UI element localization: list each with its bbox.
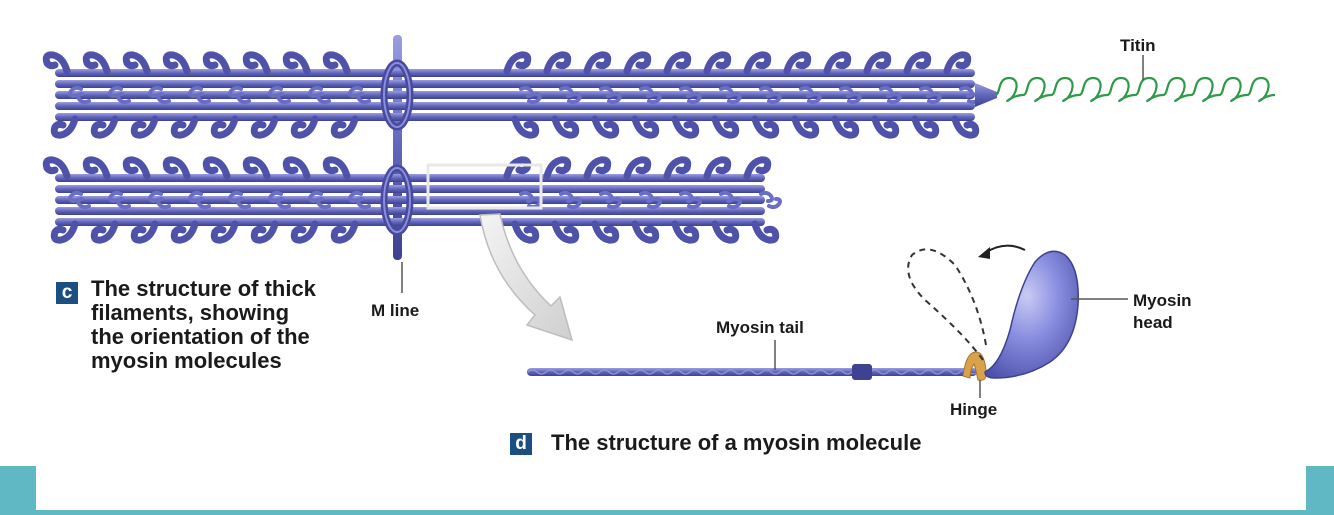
m-line-loops [380,59,414,236]
panel-c-caption-line1: The structure of thick [91,276,316,301]
myosin-head-shape [984,250,1079,379]
curved-arrow-head [978,247,990,259]
titin-coil [994,76,1276,103]
zoom-box [426,163,543,210]
m-line-label: M line [371,301,420,320]
thick-filament-top [42,51,997,139]
footer-frame [0,466,1334,515]
hinge-region [962,351,987,381]
footer-white-inset [36,466,1306,510]
thick-filament-bottom [42,156,782,244]
panel-c-caption-line4: myosin molecules [91,348,282,373]
curved-arrow-icon [984,244,1026,254]
panel-d-badge: d [510,433,532,455]
zoom-arrow-icon [479,213,574,342]
panel-c-caption-line2: filaments, showing [91,300,290,325]
titin-label: Titin [1120,36,1156,55]
myosin-head-label-line1: Myosin [1133,291,1192,310]
panel-d-caption: The structure of a myosin molecule [551,430,922,455]
myosin-tail-label: Myosin tail [716,318,804,337]
myosin-molecule [527,244,1128,398]
dashed-head-outline [907,248,987,361]
myosin-head-label-line2: head [1133,313,1173,332]
panel-c-caption-line3: the orientation of the [91,324,310,349]
panel-c-badge: c [56,282,78,304]
hinge-label: Hinge [950,400,998,419]
